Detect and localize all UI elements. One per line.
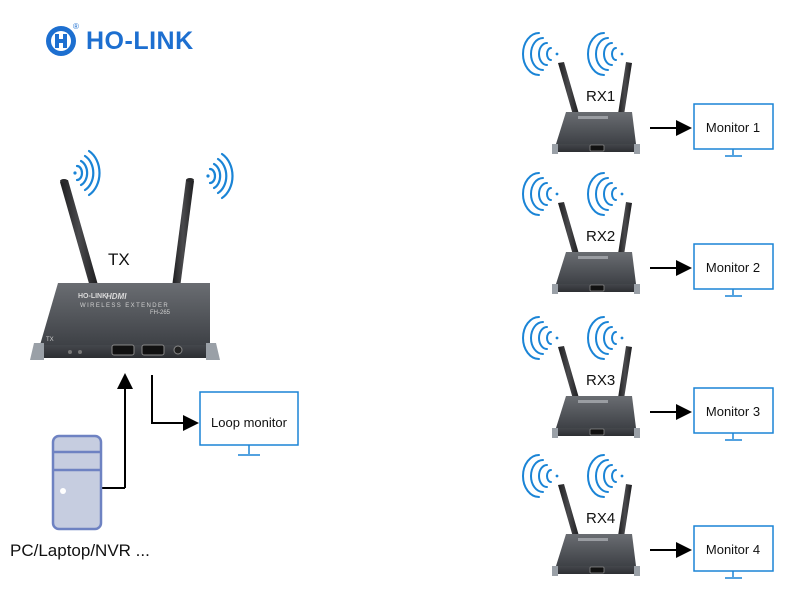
rx-signal-icon-right bbox=[587, 316, 624, 360]
rx-antenna-right bbox=[618, 346, 632, 399]
tx-antenna-right bbox=[172, 178, 194, 288]
monitor-label-2: Monitor 2 bbox=[706, 260, 760, 275]
rx-signal-icon-right bbox=[587, 172, 624, 216]
rx-antenna-right bbox=[618, 62, 632, 115]
tx-device-title: HDMI bbox=[106, 292, 127, 301]
tx-power-port bbox=[173, 345, 183, 355]
source-label: PC/Laptop/NVR ... bbox=[10, 541, 150, 560]
rx-signal-icon-left bbox=[522, 172, 559, 216]
rx-signal-icon-right bbox=[587, 32, 624, 76]
rx-signal-icon-left bbox=[522, 316, 559, 360]
rx-antenna-left bbox=[558, 62, 579, 115]
rx-hdmi-out-port bbox=[589, 428, 605, 436]
brand-logo: ® HO-LINK bbox=[44, 22, 194, 58]
monitor-1: Monitor 1 bbox=[693, 103, 774, 157]
tx-signal-icon-left bbox=[73, 149, 101, 197]
rx-signal-icon-right bbox=[587, 454, 624, 498]
rx-label-2: RX2 bbox=[586, 228, 615, 245]
rx-antenna-left bbox=[558, 346, 579, 399]
rx-label-1: RX1 bbox=[586, 88, 615, 105]
tx-device-model: FH-265 bbox=[150, 310, 171, 316]
monitor-2: Monitor 2 bbox=[693, 243, 774, 297]
rx-label-3: RX3 bbox=[586, 372, 615, 389]
monitor-4: Monitor 4 bbox=[693, 525, 774, 579]
rx-body bbox=[556, 112, 636, 144]
tx-corner-mark: TX bbox=[46, 337, 54, 343]
rx-hdmi-out-port bbox=[589, 566, 605, 574]
tx-body-top bbox=[40, 283, 210, 345]
monitor-3: Monitor 3 bbox=[693, 387, 774, 441]
holink-logo-icon bbox=[46, 26, 76, 56]
rx-signal-icon-left bbox=[522, 454, 559, 498]
monitor-label-4: Monitor 4 bbox=[706, 542, 760, 557]
rx-body bbox=[556, 534, 636, 566]
tx-device-subtitle: WIRELESS EXTENDER bbox=[80, 303, 169, 309]
rx-hdmi-out-port bbox=[589, 144, 605, 152]
tx-hdmi-loop-port bbox=[141, 344, 165, 356]
pc-tower-icon bbox=[51, 434, 103, 531]
tx-hdmi-in-port bbox=[111, 344, 135, 356]
loop-monitor bbox=[199, 391, 299, 456]
rx-antenna-right bbox=[618, 484, 632, 537]
tx-signal-icon-right bbox=[206, 152, 234, 200]
monitor-label-3: Monitor 3 bbox=[706, 404, 760, 419]
loop-monitor-label: Loop monitor bbox=[211, 415, 288, 430]
rx-signal-icon-left bbox=[522, 32, 559, 76]
rx-antenna-left bbox=[558, 202, 579, 255]
rx-antenna-right bbox=[618, 202, 632, 255]
rx-antenna-left bbox=[558, 484, 579, 537]
tx-to-loop-arrow bbox=[151, 375, 199, 431]
rx-hdmi-out-port bbox=[589, 284, 605, 292]
tx-label: TX bbox=[108, 250, 130, 269]
rx-body bbox=[556, 396, 636, 428]
rx-body bbox=[556, 252, 636, 284]
monitor-label-1: Monitor 1 bbox=[706, 120, 760, 135]
tx-device-brand: HO-LINK bbox=[78, 293, 107, 300]
registered-mark: ® bbox=[73, 22, 79, 31]
rx-label-4: RX4 bbox=[586, 510, 615, 527]
brand-name: HO-LINK bbox=[86, 26, 194, 55]
tx-device: HO-LINK HDMI WIRELESS EXTENDER FH-265 TX bbox=[30, 149, 234, 360]
tx-antenna-left bbox=[60, 179, 98, 287]
